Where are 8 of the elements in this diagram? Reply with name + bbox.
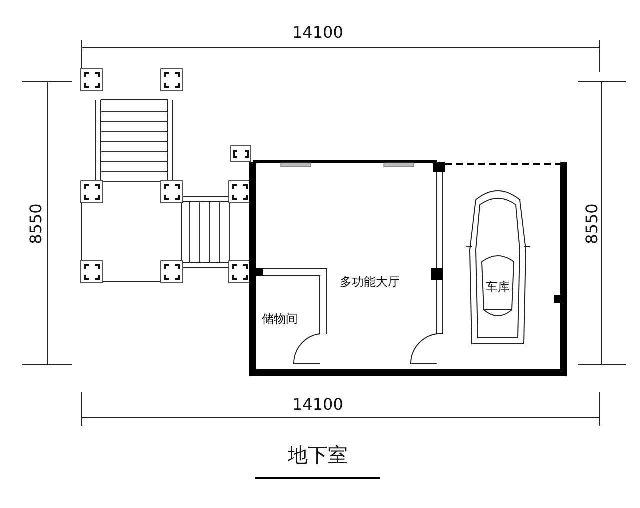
room-label: 储物间 — [262, 313, 298, 325]
dimension-text: 8550 — [584, 204, 600, 244]
dimension-text: 14100 — [292, 25, 344, 41]
dimension-text: 8550 — [28, 204, 44, 244]
drawing-title: 地下室 — [288, 445, 348, 465]
room-label: 车库 — [486, 281, 510, 293]
room-label: 多功能大厅 — [340, 276, 400, 288]
dimension-text: 14100 — [292, 397, 344, 413]
